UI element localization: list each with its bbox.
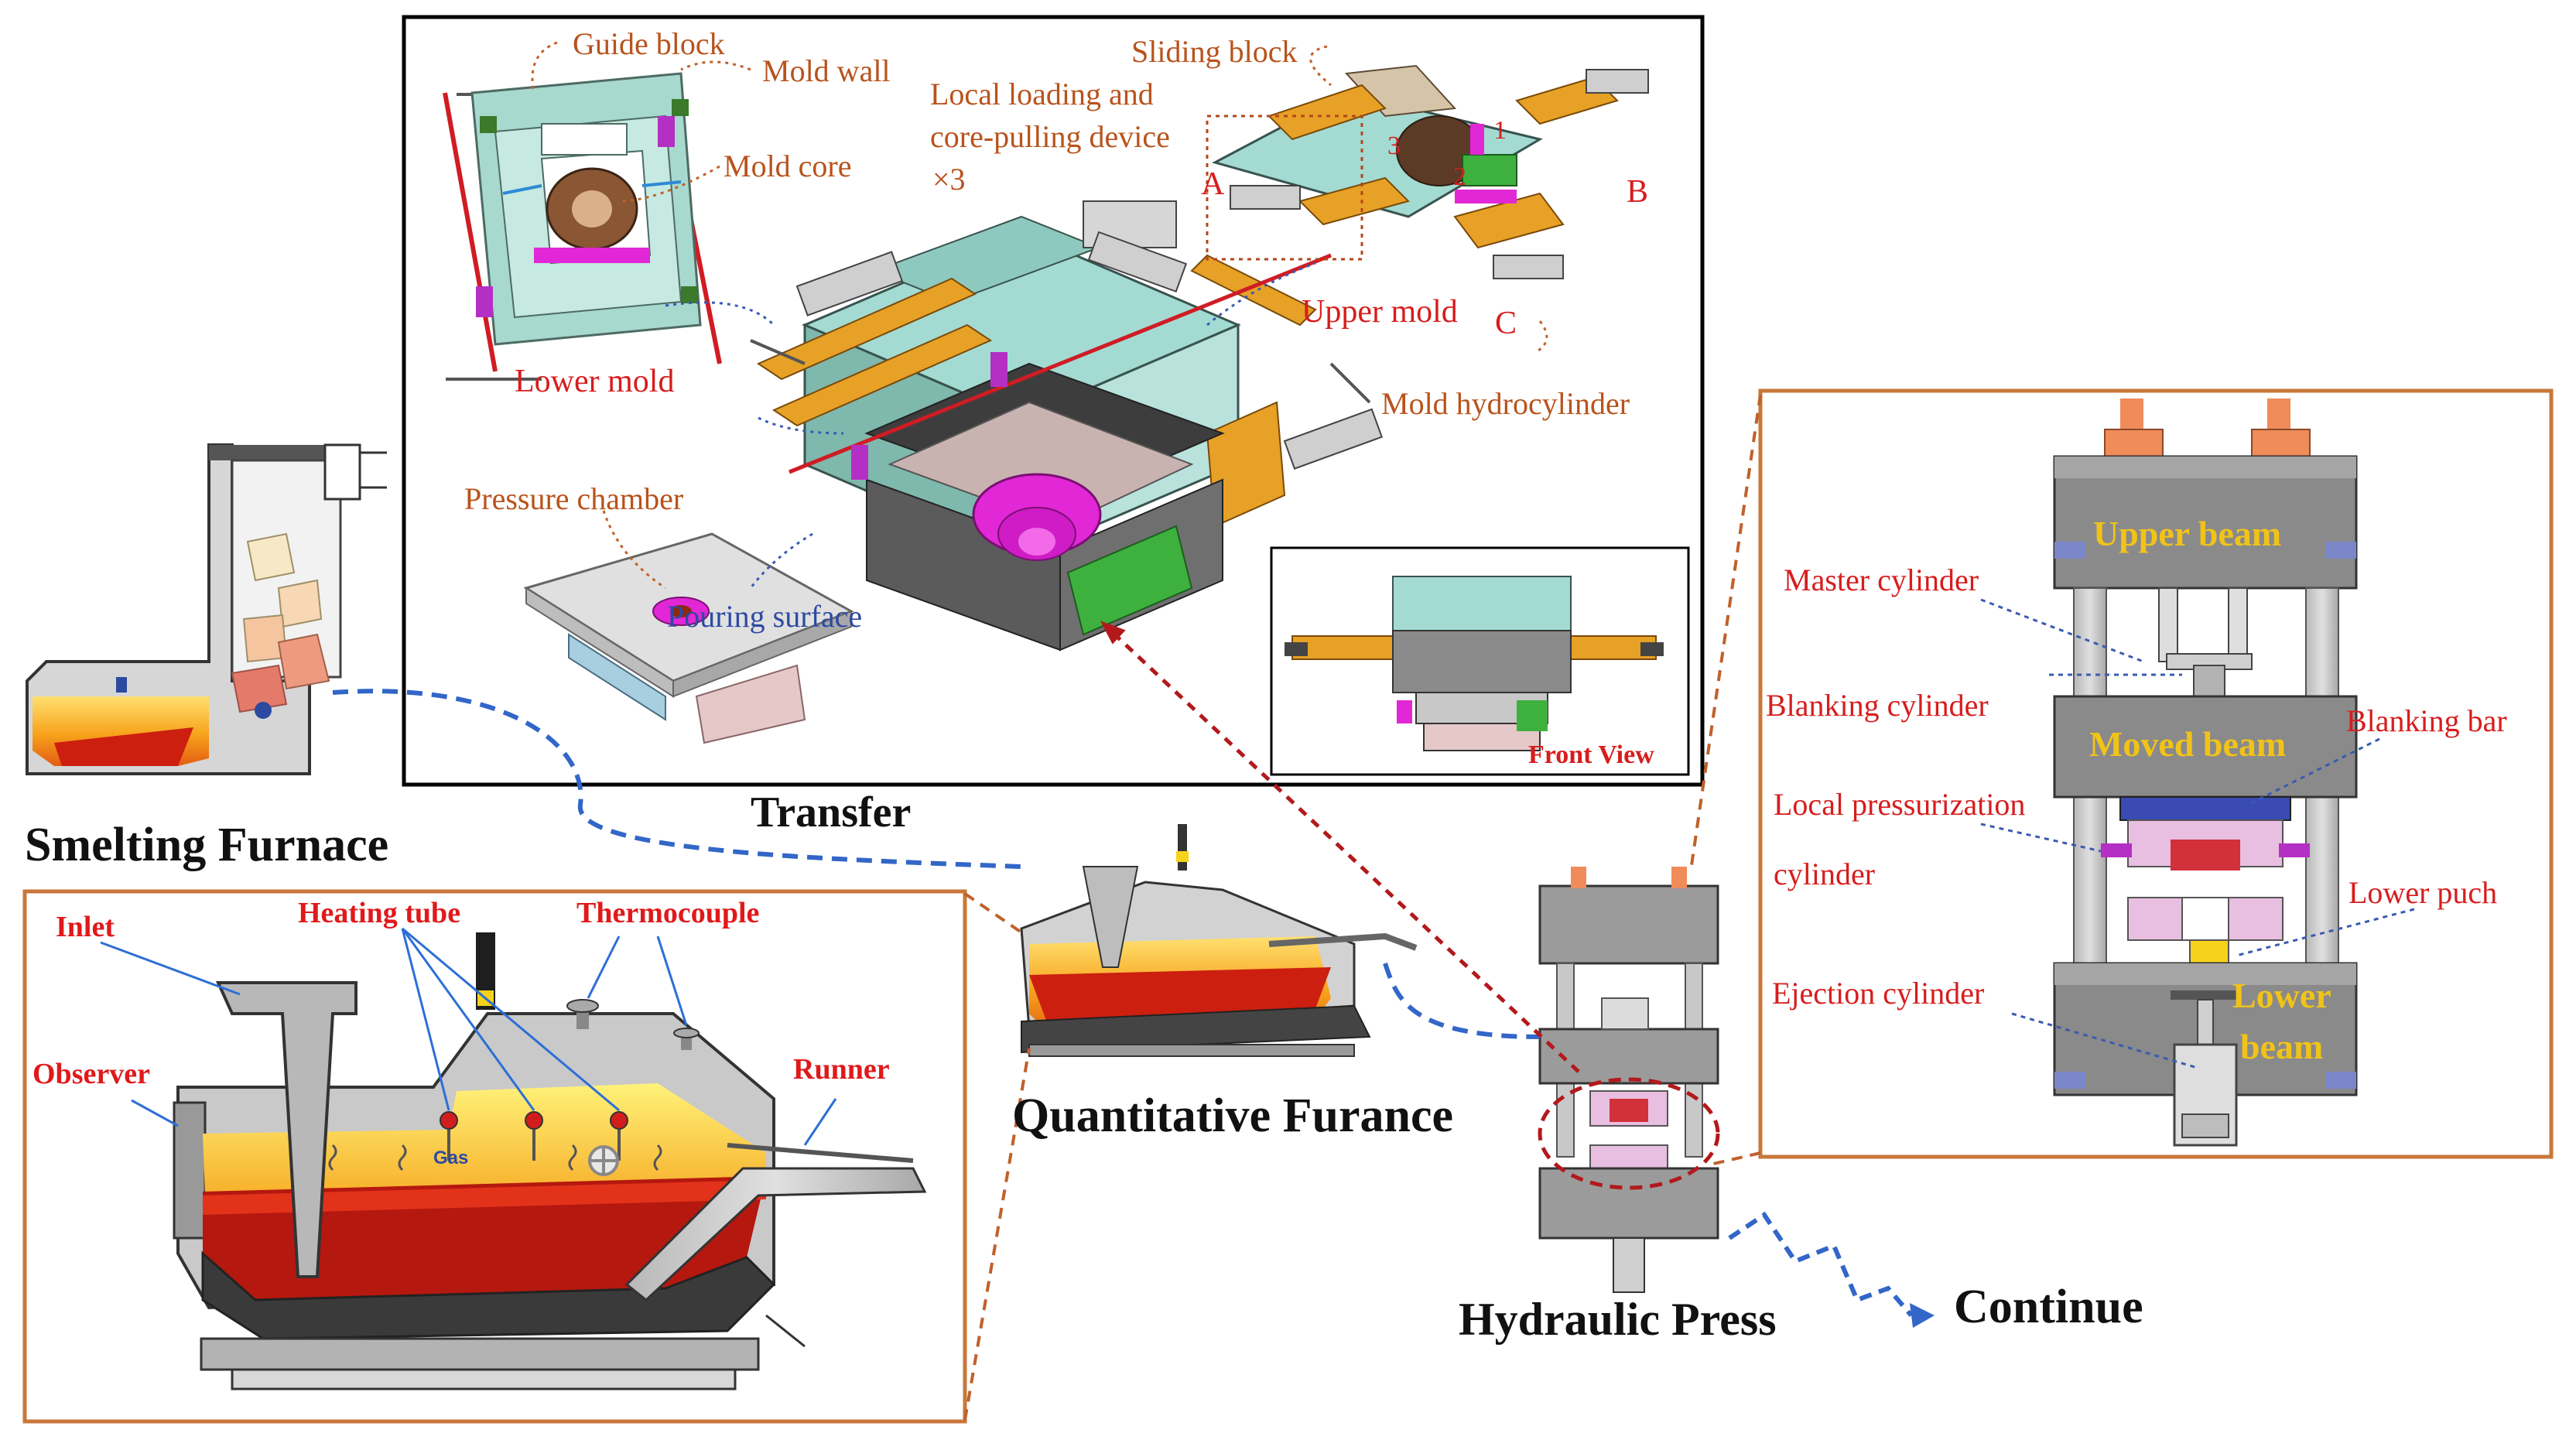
upper-mold-drawing	[1211, 64, 1649, 279]
flow-arrows	[332, 621, 1935, 1328]
pressure-chamber-plate	[523, 532, 854, 744]
section-title-smelting-furnace: Smelting Furnace	[25, 819, 389, 871]
transfer-leader-lines	[531, 41, 1548, 590]
label-moved-beam: Moved beam	[2089, 724, 2287, 764]
smelting-furnace-drawing	[26, 443, 387, 775]
label-ejection-cylinder: Ejection cylinder	[1772, 976, 1985, 1011]
label-pressure-chamber: Pressure chamber	[464, 481, 684, 516]
label-mold-core: Mold core	[724, 149, 852, 183]
section-title-continue: Continue	[1954, 1281, 2143, 1333]
label-inlet: Inlet	[56, 911, 115, 943]
label-upper-mold: Upper mold	[1302, 294, 1458, 330]
hydraulic-press-detail	[1758, 388, 2554, 1159]
label-master-cylinder: Master cylinder	[1784, 563, 1979, 597]
section-title-quantitative-furnace: Quantitative Furance	[1012, 1089, 1453, 1142]
label-observer: Observer	[32, 1058, 150, 1090]
quantitative-furnace-detail	[22, 889, 967, 1424]
hydraulic-press-small	[1538, 867, 1719, 1293]
quantitative-furnace-small	[1020, 824, 1418, 1057]
label-sliding-block: Sliding block	[1131, 34, 1298, 69]
label-heating-tube: Heating tube	[298, 897, 461, 929]
transfer-panel	[402, 15, 1705, 787]
label-lower-puch: Lower puch	[2349, 875, 2498, 910]
label-local-loading-count: ×3	[932, 162, 966, 197]
front-view-inset	[1270, 546, 1690, 776]
quantitative-zoom-lines	[963, 892, 1031, 1421]
label-lower-mold: Lower mold	[515, 364, 675, 399]
section-title-hydraulic-press: Hydraulic Press	[1459, 1294, 1777, 1345]
label-guide-block: Guide block	[573, 26, 725, 61]
marker-a: A	[1201, 166, 1225, 202]
label-blanking-bar: Blanking bar	[2346, 703, 2507, 738]
label-runner: Runner	[793, 1053, 890, 1086]
label-pouring-surface: Pouring surface	[667, 599, 863, 634]
label-upper-beam: Upper beam	[2093, 514, 2282, 553]
lower-mold-drawing	[443, 72, 722, 381]
front-view-label: Front View	[1528, 741, 1654, 769]
transfer-blue-pointers	[665, 262, 1316, 589]
label-local-pressurization-line2: cylinder	[1774, 857, 1876, 891]
label-thermocouple: Thermocouple	[576, 897, 760, 929]
section-title-transfer: Transfer	[751, 788, 912, 836]
label-local-loading-line1: Local loading and	[930, 77, 1154, 111]
label-lower-beam-line1: Lower	[2232, 976, 2331, 1015]
press-zoom-circle	[1538, 1077, 1720, 1190]
main-mold-drawing	[750, 200, 1384, 652]
label-mold-wall: Mold wall	[762, 53, 891, 88]
label-mold-hydrocylinder: Mold hydrocylinder	[1381, 386, 1630, 421]
marker-c: C	[1495, 306, 1517, 341]
label-blanking-cylinder: Blanking cylinder	[1766, 688, 1989, 723]
marker-num-3: 3	[1387, 132, 1401, 160]
label-local-loading-line2: core-pulling device	[930, 119, 1170, 154]
label-gas: Gas	[433, 1148, 469, 1168]
label-local-pressurization-line1: Local pressurization	[1774, 787, 2026, 822]
label-lower-beam-line2: beam	[2240, 1027, 2324, 1066]
marker-b: B	[1627, 174, 1649, 210]
marker-num-2: 2	[1453, 162, 1466, 191]
press-zoom-lines	[1689, 394, 1762, 1166]
marker-num-1: 1	[1493, 116, 1507, 145]
